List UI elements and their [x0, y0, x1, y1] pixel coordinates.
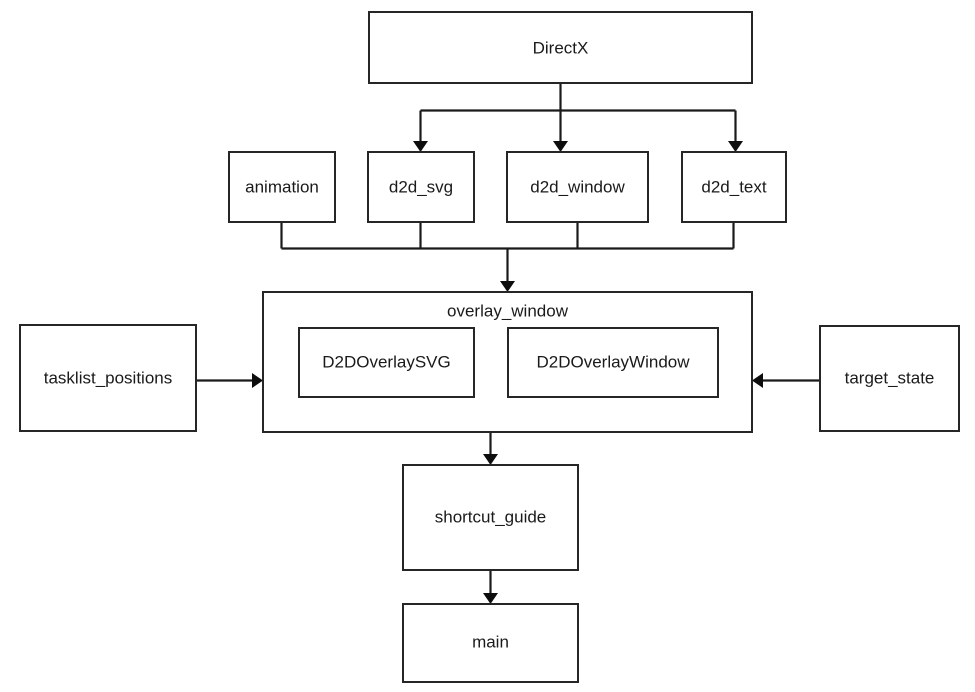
node-directx[interactable]: DirectX: [368, 11, 753, 84]
edge-overlay_window-to-shortcut_guide: [483, 432, 498, 465]
node-animation-label: animation: [245, 177, 319, 196]
node-target-state-box[interactable]: [819, 325, 960, 432]
node-d2d-text[interactable]: d2d_text: [681, 151, 787, 223]
node-main-label: main: [472, 632, 509, 651]
edge-target_state-to-overlay_window: [752, 373, 820, 388]
edge-directx-to-d2d_text-arrowhead: [728, 141, 743, 152]
node-d2doverlaysvg-box[interactable]: [298, 327, 475, 398]
node-tasklist-positions-label: tasklist_positions: [44, 368, 173, 387]
node-d2d-svg[interactable]: d2d_svg: [367, 151, 475, 223]
node-d2d-svg-label: d2d_svg: [389, 177, 453, 196]
node-shortcut-guide[interactable]: shortcut_guide: [402, 464, 579, 571]
edge-directx-to-d2d_svg-arrowhead: [413, 141, 428, 152]
node-shortcut-guide-box[interactable]: [402, 464, 579, 571]
node-directx-box[interactable]: [368, 11, 753, 84]
edge-merge-to-overlay_window-arrowhead: [500, 281, 515, 292]
edge-tasklist_positions-to-overlay_window: [196, 373, 263, 388]
node-d2doverlaywindow[interactable]: D2DOverlayWindow: [507, 327, 719, 398]
node-d2doverlaysvg[interactable]: D2DOverlaySVG: [298, 327, 475, 398]
edge-overlay_window-to-shortcut_guide-arrowhead: [483, 454, 498, 465]
node-d2doverlaywindow-box[interactable]: [507, 327, 719, 398]
edge-row2-merge: [280, 222, 735, 292]
node-d2d-text-box[interactable]: [681, 151, 787, 223]
edge-layer: [196, 83, 820, 604]
edge-tasklist_positions-arrowhead: [252, 373, 263, 388]
node-target-state[interactable]: target_state: [819, 325, 960, 432]
edge-directx-to-d2d_window-arrowhead: [553, 141, 568, 152]
node-d2d-window-label: d2d_window: [530, 177, 625, 196]
node-d2d-svg-box[interactable]: [367, 151, 475, 223]
edge-shortcut_guide-to-main: [483, 570, 498, 604]
node-shortcut-guide-label: shortcut_guide: [435, 507, 547, 526]
node-d2d-window-box[interactable]: [506, 151, 649, 223]
node-main-box[interactable]: [402, 603, 579, 683]
node-animation-box[interactable]: [228, 151, 336, 223]
node-d2d-text-label: d2d_text: [701, 177, 766, 196]
node-d2doverlaywindow-label: D2DOverlayWindow: [536, 352, 690, 371]
node-main[interactable]: main: [402, 603, 579, 683]
edge-shortcut_guide-to-main-arrowhead: [483, 593, 498, 604]
node-overlay-window-label: overlay_window: [447, 301, 569, 320]
node-tasklist-positions-box[interactable]: [19, 324, 197, 432]
node-animation[interactable]: animation: [228, 151, 336, 223]
edge-target_state-arrowhead: [752, 373, 763, 388]
node-target-state-label: target_state: [845, 368, 935, 387]
node-directx-label: DirectX: [533, 38, 589, 57]
node-d2d-window[interactable]: d2d_window: [506, 151, 649, 223]
edge-directx-fanout: [413, 83, 743, 152]
node-tasklist-positions[interactable]: tasklist_positions: [19, 324, 197, 432]
node-d2doverlaysvg-label: D2DOverlaySVG: [322, 352, 450, 371]
